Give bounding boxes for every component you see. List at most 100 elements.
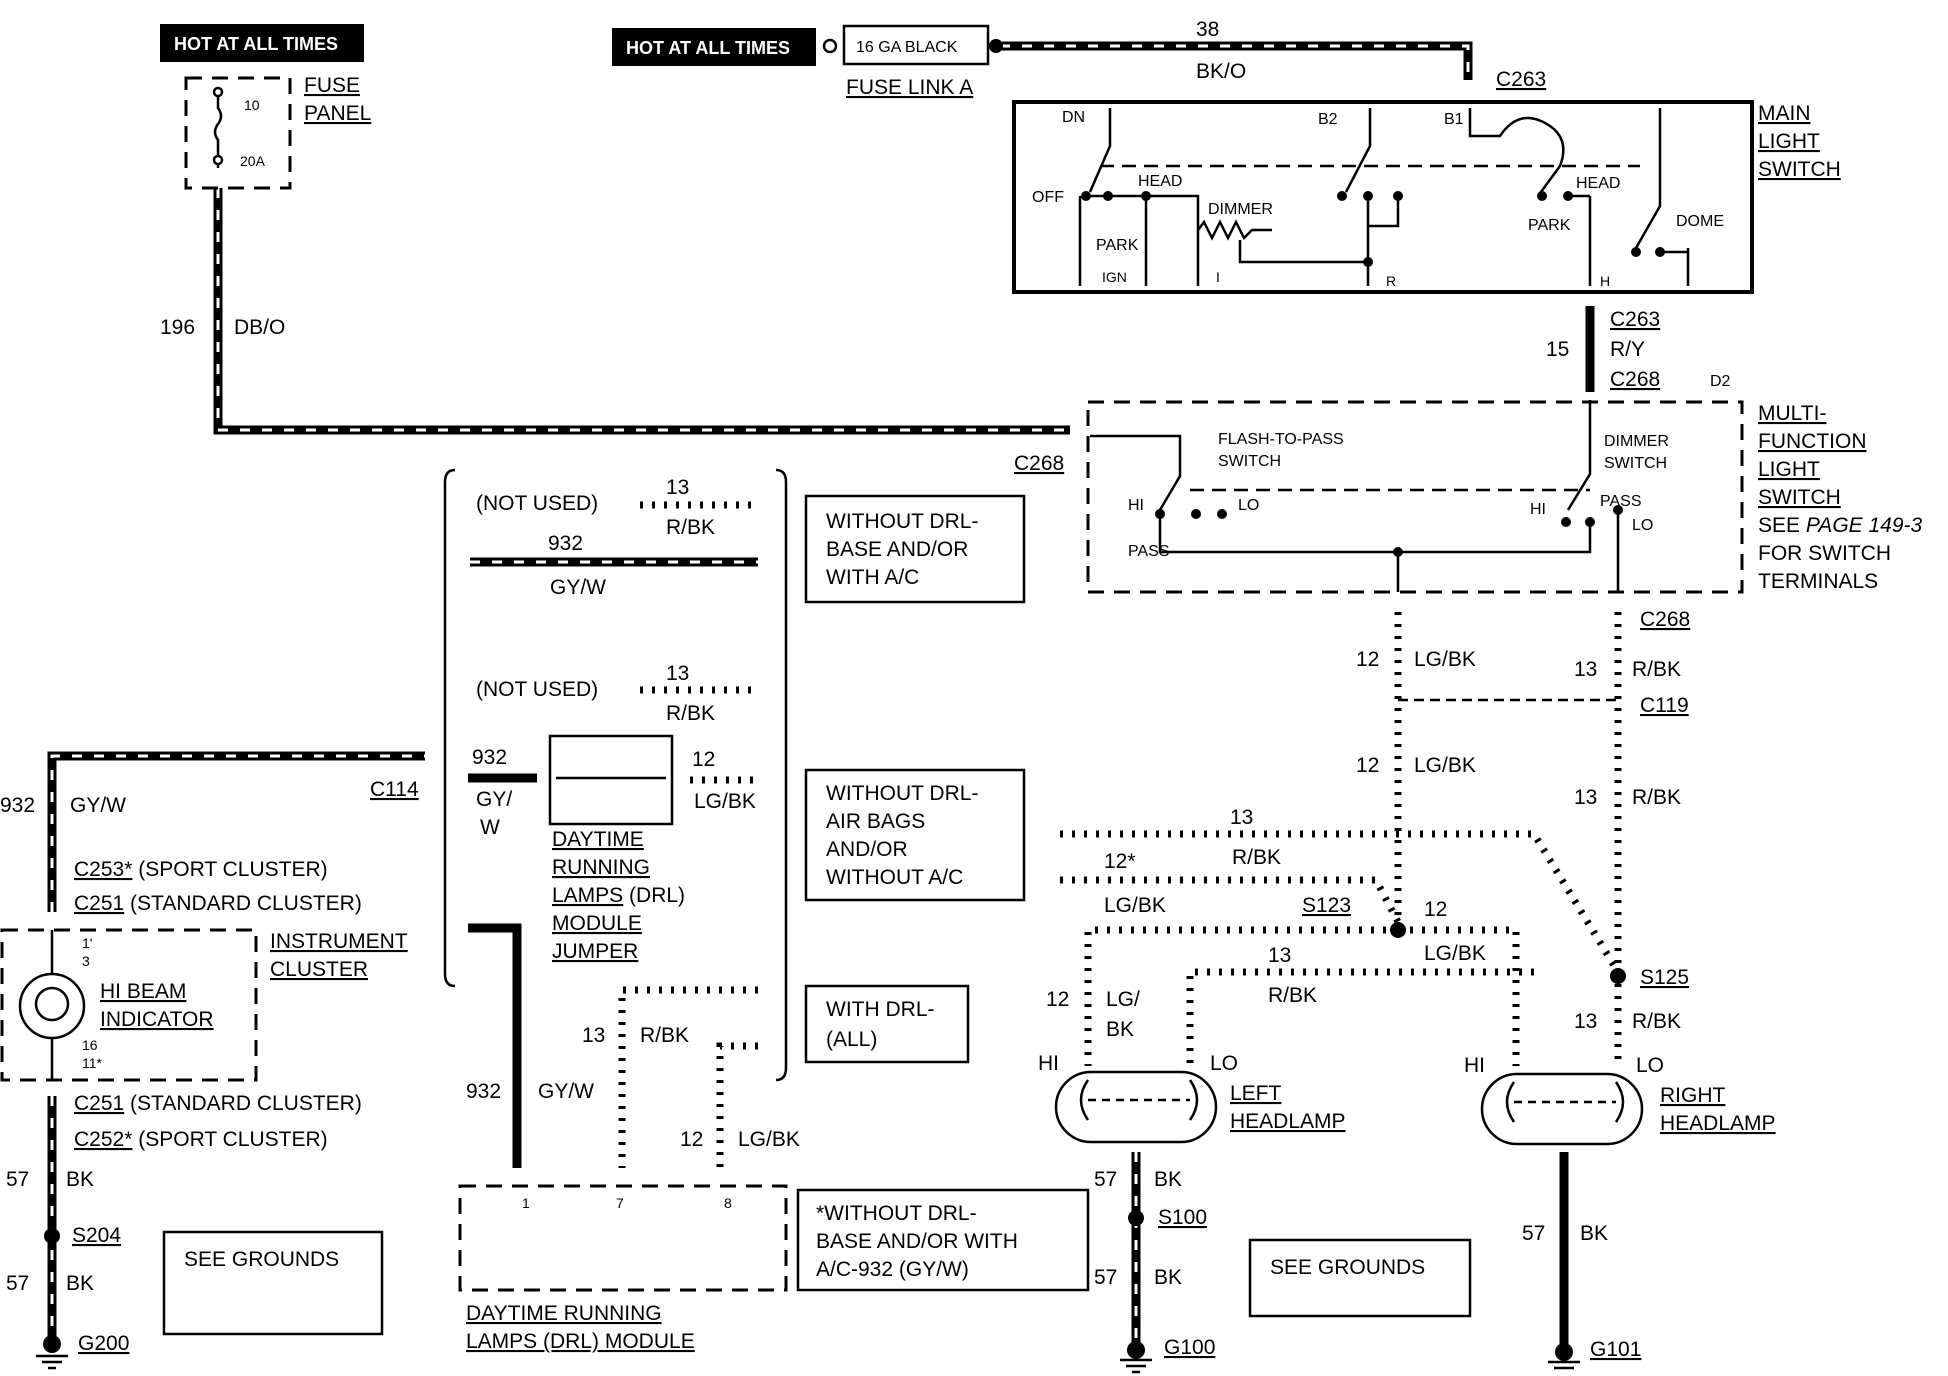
svg-text:LIGHT: LIGHT [1758,130,1820,153]
svg-text:13: 13 [1574,786,1597,809]
svg-text:16: 16 [82,1037,98,1053]
connector-c268-c: C268 [1640,608,1690,631]
svg-text:8: 8 [724,1195,732,1211]
right-bracket [775,468,788,1082]
svg-text:HEADLAMP: HEADLAMP [1230,1110,1346,1133]
svg-text:FUSE LINK A: FUSE LINK A [846,76,973,99]
left-bracket [443,468,456,988]
circuit-932-c-color: GY/W [70,794,126,817]
svg-text:HI BEAM: HI BEAM [100,980,186,1003]
svg-text:FOR SWITCH: FOR SWITCH [1758,542,1891,565]
right-headlamp: HI LO RIGHT HEADLAMP [1464,1054,1776,1146]
svg-text:LG/: LG/ [1106,988,1140,1011]
svg-text:38: 38 [1196,18,1219,41]
option-box-1: WITHOUT DRL- BASE AND/OR WITH A/C [804,494,1026,604]
circuit-13-drl-color: R/BK [640,1024,689,1047]
svg-text:13: 13 [1230,806,1253,829]
circuit-13-nu1: 13 [666,476,689,499]
svg-text:SWITCH: SWITCH [1218,453,1281,470]
svg-text:MAIN: MAIN [1758,102,1811,125]
svg-text:LO: LO [1210,1052,1238,1075]
not-used-1: (NOT USED) [476,492,598,515]
svg-text:57: 57 [1094,1168,1117,1191]
svg-text:HOT AT ALL TIMES: HOT AT ALL TIMES [626,38,790,58]
svg-text:13: 13 [1268,944,1291,967]
svg-text:MULTI-: MULTI- [1758,402,1826,425]
svg-text:C253* (SPORT CLUSTER): C253* (SPORT CLUSTER) [74,858,328,881]
fuse-panel: 10 20A FUSE PANEL [184,74,371,190]
svg-text:3: 3 [82,953,90,969]
svg-text:11*: 11* [82,1055,103,1071]
circuit-196: 196 [160,316,195,339]
ground-g100: G100 [1120,1336,1215,1374]
svg-text:LG/BK: LG/BK [1414,754,1476,777]
svg-text:LG/BK: LG/BK [1414,648,1476,671]
svg-text:OFF: OFF [1032,189,1064,206]
svg-text:DOME: DOME [1676,213,1724,230]
svg-text:13: 13 [1574,1010,1597,1033]
wire-38 [1000,41,1473,80]
svg-text:R/BK: R/BK [1232,846,1281,869]
circuit-196-color: DB/O [234,316,285,339]
svg-text:G200: G200 [78,1332,129,1355]
svg-text:LAMPS (DRL): LAMPS (DRL) [552,884,685,907]
svg-text:R/BK: R/BK [1632,1010,1681,1033]
svg-text:PARK: PARK [1528,217,1571,234]
fuse-link-a: 16 GA BLACK FUSE LINK A 38 BK/O [822,18,1246,99]
instrument-cluster-label-2: CLUSTER [270,958,368,981]
svg-text:FUNCTION: FUNCTION [1758,430,1867,453]
circuit-12-drl-color: LG/BK [738,1128,800,1151]
svg-text:PANEL: PANEL [304,102,371,125]
svg-text:I: I [1216,269,1220,285]
svg-text:HEAD: HEAD [1576,175,1620,192]
svg-text:JUMPER: JUMPER [552,940,638,963]
circuit-932-d-color: GY/W [538,1080,594,1103]
svg-text:57: 57 [6,1272,29,1295]
svg-text:DIMMER: DIMMER [1208,201,1273,218]
svg-text:12: 12 [1046,988,1069,1011]
circuit-932-b-color1: GY/ [476,788,512,811]
svg-text:PASS: PASS [1600,493,1642,510]
svg-text:RIGHT: RIGHT [1660,1084,1726,1107]
connector-d2: D2 [1710,373,1731,390]
circuit-932: 932 [548,532,583,555]
splice-s125: S125 [1640,966,1689,989]
svg-text:WITHOUT A/C: WITHOUT A/C [826,866,963,889]
connector-c263-top: C263 [1496,68,1546,91]
svg-text:LEFT: LEFT [1230,1082,1282,1105]
svg-text:HEAD: HEAD [1138,173,1182,190]
splice-s204 [44,1228,60,1244]
ground-g200: G200 [36,1332,129,1370]
left-headlamp: HI LO LEFT HEADLAMP [1038,1052,1346,1144]
svg-text:SWITCH: SWITCH [1758,158,1841,181]
svg-text:FUSE: FUSE [304,74,360,97]
svg-text:C251 (STANDARD CLUSTER): C251 (STANDARD CLUSTER) [74,892,362,915]
svg-text:DIMMER: DIMMER [1604,433,1669,450]
drl-jumper: DAYTIME RUNNING LAMPS (DRL) MODULE JUMPE… [548,734,685,963]
circuit-15-color: R/Y [1610,338,1645,361]
option-box-3: WITH DRL- (ALL) [804,984,970,1064]
multi-function-switch-title: MULTI- FUNCTION LIGHT SWITCH SEE PAGE 14… [1758,402,1923,593]
wire-932-cluster [47,751,425,912]
circuit-932-color: GY/W [550,576,606,599]
svg-text:*WITHOUT DRL-: *WITHOUT DRL- [816,1202,977,1225]
svg-text:INDICATOR: INDICATOR [100,1008,214,1031]
svg-text:BK: BK [1106,1018,1134,1041]
svg-text:WITH DRL-: WITH DRL- [826,998,935,1021]
svg-text:WITHOUT DRL-: WITHOUT DRL- [826,510,978,533]
splice-s100: S100 [1158,1206,1207,1229]
svg-text:LO: LO [1632,517,1653,534]
svg-text:R/BK: R/BK [1268,984,1317,1007]
svg-text:B1: B1 [1444,111,1464,128]
connector-c268-a: C268 [1610,368,1660,391]
circuit-12-drl: 12 [680,1128,703,1151]
svg-text:PASS: PASS [1128,543,1170,560]
svg-text:12: 12 [1356,754,1379,777]
svg-text:13: 13 [1574,658,1597,681]
circuit-932-b: 932 [472,746,507,769]
svg-text:BASE AND/OR: BASE AND/OR [826,538,968,561]
svg-text:DAYTIME RUNNING: DAYTIME RUNNING [466,1302,662,1325]
svg-text:SEE PAGE 149-3: SEE PAGE 149-3 [1758,514,1923,537]
splice-s123: S123 [1302,894,1351,917]
circuit-12-jumper: 12 [692,748,715,771]
